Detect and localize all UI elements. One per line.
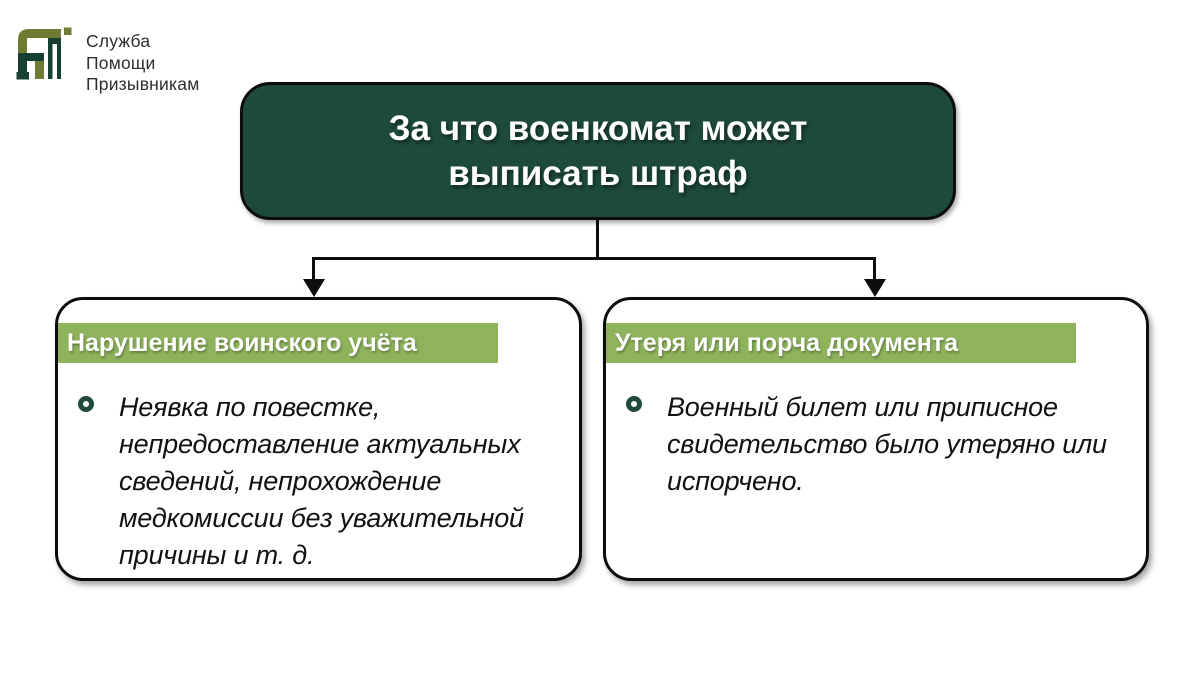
card-loss-or-damage-of-document: Утеря или порча документа Военный билет … (603, 297, 1149, 581)
diagram-title-line-1: За что военкомат может (388, 109, 808, 148)
diagram-title: За что военкомат может выписать штраф (240, 82, 956, 220)
org-logo: Служба Помощи Призывникам (14, 24, 199, 96)
card-header: Нарушение воинского учёта (58, 323, 498, 363)
card-violation-of-registration: Нарушение воинского учёта Неявка по пове… (55, 297, 582, 581)
bullet-ring-icon (626, 396, 642, 412)
logo-line-3: Призывникам (86, 74, 200, 94)
card-body-text: Военный билет или приписное свидетельств… (667, 392, 1107, 496)
connector-left-drop (312, 257, 315, 282)
logo-line-1: Служба (86, 31, 151, 51)
connector-right-drop (873, 257, 876, 282)
diagram-title-line-2: выписать штраф (448, 154, 748, 193)
card-body: Неявка по повестке, непредоставление акт… (78, 389, 579, 574)
card-body-text: Неявка по повестке, непредоставление акт… (119, 392, 524, 570)
connector-stem (596, 220, 599, 259)
org-logo-text: Служба Помощи Призывникам (86, 31, 199, 96)
arrow-down-right-icon (864, 279, 886, 297)
connector-horizontal (312, 257, 876, 260)
org-logo-icon (16, 27, 72, 80)
bullet-ring-icon (78, 396, 94, 412)
logo-line-2: Помощи (86, 52, 156, 73)
card-body: Военный билет или приписное свидетельств… (626, 389, 1117, 500)
card-header: Утеря или порча документа (606, 323, 1076, 363)
arrow-down-left-icon (303, 279, 325, 297)
